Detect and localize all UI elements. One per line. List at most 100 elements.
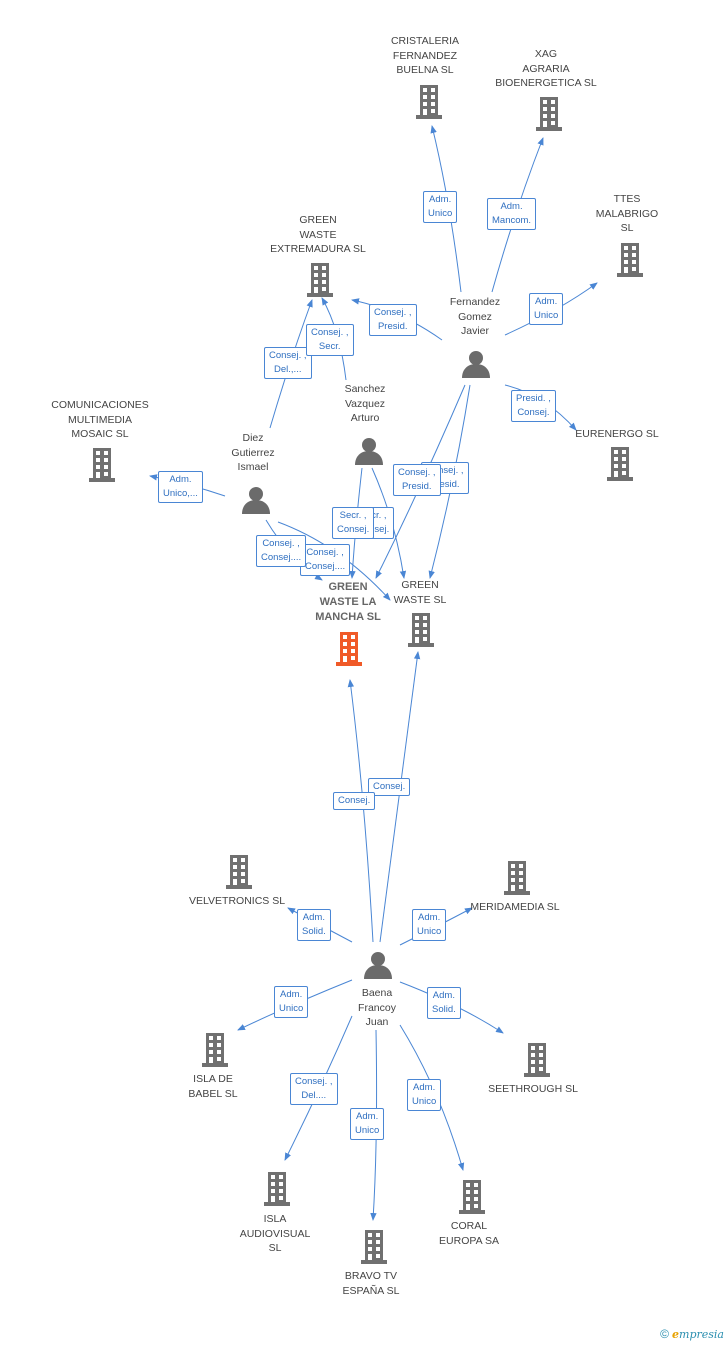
edge-label-line: Consej. , bbox=[398, 467, 436, 478]
diez-person-icon[interactable] bbox=[242, 487, 270, 514]
eurenergo-line-1: EURENERGO SL bbox=[575, 428, 659, 440]
empresia-watermark[interactable]: © empresia bbox=[660, 1327, 724, 1341]
edge-label-fer-eurenergo[interactable]: Presid. , Consej. bbox=[511, 390, 556, 422]
edge-label-line: Solid. bbox=[432, 1004, 456, 1015]
bravo-line-1: BRAVO TV bbox=[344, 1270, 398, 1282]
bravo-label: BRAVO TV ESPAÑA SL bbox=[342, 1269, 399, 1298]
comunicaciones-building-icon[interactable] bbox=[89, 448, 115, 482]
seethrough-building-icon[interactable] bbox=[524, 1043, 550, 1077]
velvetronics-building-icon[interactable] bbox=[226, 855, 252, 889]
edge-label-line: Del.,... bbox=[274, 364, 302, 375]
edge-label-line: Adm. bbox=[429, 194, 452, 205]
baena-line-3: Juan bbox=[365, 1016, 389, 1028]
edge-label-baena-main[interactable]: Consej. bbox=[333, 792, 376, 810]
edge-label-baena-gwsl[interactable]: Consej. bbox=[368, 778, 411, 796]
isladebabel-building-icon[interactable] bbox=[202, 1033, 228, 1067]
fernandez-label: Fernandez Gomez Javier bbox=[450, 295, 500, 339]
edge-label-line: Del.... bbox=[301, 1090, 327, 1101]
ttes-building-icon[interactable] bbox=[617, 243, 643, 277]
isladebabel-label: ISLA DE BABEL SL bbox=[188, 1072, 237, 1101]
edge-label-baena-velvet[interactable]: Adm. Solid. bbox=[297, 909, 331, 941]
edge-label-diez-main[interactable]: Consej. , Consej.... bbox=[256, 535, 307, 567]
edge-label-line: Adm. bbox=[432, 990, 455, 1001]
edge-label-baena-audiovisual[interactable]: Consej. , Del.... bbox=[290, 1073, 338, 1105]
comunicaciones-line-2: MULTIMEDIA bbox=[68, 413, 132, 426]
edge-baena-gwsl bbox=[379, 651, 421, 943]
edge-label-line: Consej. , bbox=[262, 538, 300, 549]
gwsl-label: GREEN WASTE SL bbox=[394, 578, 447, 607]
ttes-line-2: MALABRIGO bbox=[595, 207, 659, 220]
diez-line-2: Gutierrez bbox=[231, 446, 275, 459]
isladebabel-line-1: ISLA DE bbox=[193, 1073, 233, 1085]
sanchez-person-icon[interactable] bbox=[355, 438, 383, 465]
edge-label-line: Adm. bbox=[535, 296, 558, 307]
edge-label-baena-coral[interactable]: Adm. Unico bbox=[407, 1079, 442, 1111]
edge-label-line: Solid. bbox=[302, 926, 326, 937]
baena-person-icon[interactable] bbox=[364, 952, 392, 979]
edge-baena-main bbox=[347, 679, 374, 943]
sanchez-line-3: Arturo bbox=[350, 412, 380, 424]
coral-label: CORAL EUROPA SA bbox=[439, 1219, 499, 1248]
edge-label-line: Unico bbox=[534, 310, 559, 321]
islaaudiovisual-line-3: SL bbox=[268, 1242, 282, 1254]
edge-label-line: Unico bbox=[412, 1096, 437, 1107]
edge-label-fer-xag[interactable]: Adm. Mancom. bbox=[487, 198, 537, 230]
coral-building-icon[interactable] bbox=[459, 1180, 485, 1214]
bravo-line-2: ESPAÑA SL bbox=[342, 1284, 400, 1297]
ttes-label: TTES MALABRIGO SL bbox=[596, 192, 658, 236]
edge-label-fer-ttes[interactable]: Adm. Unico bbox=[529, 293, 564, 325]
edge-label-line: Presid. , bbox=[516, 393, 551, 404]
edge-label-fer-main[interactable]: Consej. , Presid. bbox=[393, 464, 441, 496]
xag-building-icon[interactable] bbox=[536, 97, 562, 131]
seethrough-line-1: SEETHROUGH SL bbox=[488, 1083, 578, 1095]
edge-label-line: Unico bbox=[355, 1125, 380, 1136]
edge-label-baena-bravo[interactable]: Adm. Unico bbox=[350, 1108, 385, 1140]
main-company-building-icon[interactable] bbox=[336, 632, 362, 666]
diez-label: Diez Gutierrez Ismael bbox=[231, 431, 274, 475]
isladebabel-line-2: BABEL SL bbox=[188, 1087, 238, 1100]
gwsl-building-icon[interactable] bbox=[408, 613, 434, 647]
edge-label-baena-seethrough[interactable]: Adm. Solid. bbox=[427, 987, 461, 1019]
gwext-line-2: WASTE bbox=[299, 228, 337, 241]
edge-label-line: Adm. bbox=[302, 912, 325, 923]
edge-label-diez-gwsl[interactable]: Consej. , Consej.... bbox=[300, 544, 351, 576]
eurenergo-building-icon[interactable] bbox=[607, 447, 633, 481]
edge-label-fer-cristaleria[interactable]: Adm. Unico bbox=[423, 191, 458, 223]
gwext-building-icon[interactable] bbox=[307, 263, 333, 297]
edge-label-line: Consej.... bbox=[261, 552, 302, 563]
edge-label-line: Unico bbox=[279, 1003, 304, 1014]
coral-line-2: EUROPA SA bbox=[439, 1234, 499, 1247]
islaaudiovisual-building-icon[interactable] bbox=[264, 1172, 290, 1206]
main-line-2: WASTE LA bbox=[319, 596, 377, 608]
edge-label-san-gwext[interactable]: Consej. , Secr. bbox=[306, 324, 354, 356]
edge-label-diez-gwext[interactable]: Consej. , Del.,... bbox=[264, 347, 312, 379]
edge-label-diez-comunic[interactable]: Adm. Unico,... bbox=[158, 471, 203, 503]
cristaleria-line-1: CRISTALERIA bbox=[390, 35, 460, 47]
baena-line-1: Baena bbox=[361, 987, 393, 999]
sanchez-line-1: Sanchez bbox=[344, 383, 386, 395]
main-company-label: GREEN WASTE LA MANCHA SL bbox=[315, 580, 381, 625]
edge-label-line: Consej. bbox=[373, 781, 406, 792]
cristaleria-building-icon[interactable] bbox=[416, 85, 442, 119]
cristaleria-line-3: BUELNA SL bbox=[396, 64, 454, 76]
edge-label-line: Adm. bbox=[500, 201, 523, 212]
edge-label-baena-merida[interactable]: Adm. Unico bbox=[412, 909, 447, 941]
edge-label-line: Unico bbox=[417, 926, 442, 937]
sanchez-label: Sanchez Vazquez Arturo bbox=[345, 382, 386, 426]
seethrough-label: SEETHROUGH SL bbox=[488, 1082, 578, 1097]
edge-label-fer-gwext[interactable]: Consej. , Presid. bbox=[369, 304, 417, 336]
edge-label-line: Adm. bbox=[413, 1082, 436, 1093]
edge-label-baena-babel[interactable]: Adm. Unico bbox=[274, 986, 309, 1018]
meridamedia-line-1: MERIDAMEDIA SL bbox=[470, 901, 560, 913]
diez-line-1: Diez bbox=[242, 432, 264, 444]
baena-label: Baena Francoy Juan bbox=[358, 986, 396, 1030]
edge-label-line: Adm. bbox=[169, 474, 192, 485]
edge-label-san-main[interactable]: Secr. , Consej. bbox=[332, 507, 375, 539]
xag-line-3: BIOENERGETICA SL bbox=[495, 77, 597, 89]
edge-label-line: Consej. , bbox=[269, 350, 307, 361]
bravo-building-icon[interactable] bbox=[361, 1230, 387, 1264]
meridamedia-building-icon[interactable] bbox=[504, 861, 530, 895]
islaaudiovisual-line-1: ISLA bbox=[263, 1213, 287, 1225]
fernandez-person-icon[interactable] bbox=[462, 351, 490, 378]
edge-label-line: Unico,... bbox=[163, 488, 198, 499]
